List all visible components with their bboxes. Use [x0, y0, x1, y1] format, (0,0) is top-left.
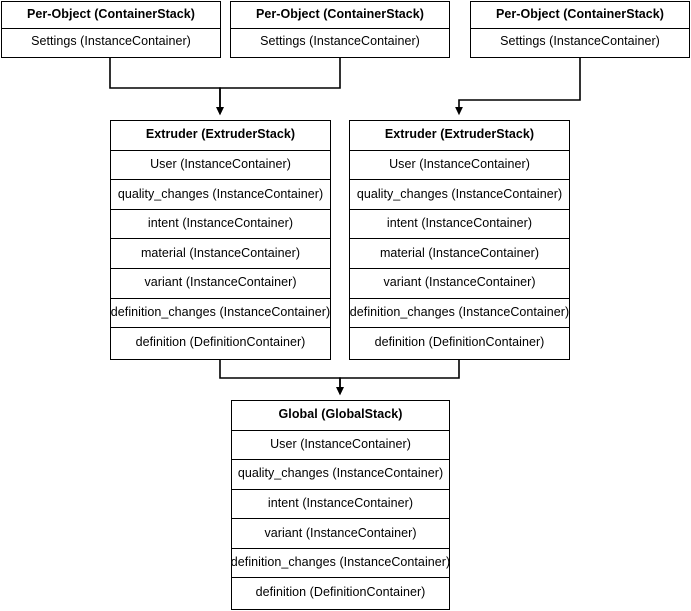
edge-ext2-to-global	[336, 360, 460, 396]
node-extruder-2-row-3: material (InstanceContainer)	[350, 239, 569, 269]
node-per-object-1-header: Per-Object (ContainerStack)	[2, 2, 220, 29]
node-extruder-1-row-5: definition_changes (InstanceContainer)	[111, 298, 330, 329]
node-extruder-1-header: Extruder (ExtruderStack)	[111, 121, 330, 151]
node-extruder-1-row-2: intent (InstanceContainer)	[111, 209, 330, 240]
node-global-row-4: definition_changes (InstanceContainer)	[231, 548, 450, 579]
node-per-object-2: Per-Object (ContainerStack)Settings (Ins…	[230, 1, 450, 58]
node-per-object-3: Per-Object (ContainerStack)Settings (Ins…	[470, 1, 690, 58]
node-global: Global (GlobalStack)User (InstanceContai…	[231, 400, 450, 610]
node-extruder-1-row-3: material (InstanceContainer)	[111, 239, 330, 269]
edge-po2-to-ext1	[216, 58, 341, 116]
node-extruder-2: Extruder (ExtruderStack)User (InstanceCo…	[349, 120, 570, 360]
node-extruder-2-header: Extruder (ExtruderStack)	[350, 121, 569, 151]
node-per-object-3-header: Per-Object (ContainerStack)	[471, 2, 689, 29]
node-extruder-2-row-5: definition_changes (InstanceContainer)	[350, 298, 569, 329]
edge-po1-to-ext1	[109, 58, 224, 116]
node-per-object-2-header: Per-Object (ContainerStack)	[231, 2, 449, 29]
node-extruder-2-row-4: variant (InstanceContainer)	[350, 268, 569, 299]
node-global-row-2: intent (InstanceContainer)	[232, 489, 449, 520]
node-global-row-5: definition (DefinitionContainer)	[232, 578, 449, 608]
node-extruder-1-row-4: variant (InstanceContainer)	[111, 268, 330, 299]
node-global-row-3: variant (InstanceContainer)	[232, 519, 449, 549]
node-extruder-1-row-6: definition (DefinitionContainer)	[111, 328, 330, 358]
node-extruder-2-row-0: User (InstanceContainer)	[350, 150, 569, 181]
node-extruder-1-row-1: quality_changes (InstanceContainer)	[111, 180, 330, 210]
node-per-object-3-row-0: Settings (InstanceContainer)	[471, 28, 689, 56]
node-per-object-1: Per-Object (ContainerStack)Settings (Ins…	[1, 1, 221, 58]
node-extruder-2-row-6: definition (DefinitionContainer)	[350, 328, 569, 358]
node-extruder-1-row-0: User (InstanceContainer)	[111, 150, 330, 181]
node-global-row-1: quality_changes (InstanceContainer)	[232, 460, 449, 490]
node-per-object-2-row-0: Settings (InstanceContainer)	[231, 28, 449, 56]
node-global-row-0: User (InstanceContainer)	[232, 430, 449, 461]
node-extruder-2-row-2: intent (InstanceContainer)	[350, 209, 569, 240]
node-extruder-2-row-1: quality_changes (InstanceContainer)	[350, 180, 569, 210]
edge-ext1-to-global	[219, 360, 344, 396]
edge-po3-to-ext2	[455, 58, 581, 116]
node-global-header: Global (GlobalStack)	[232, 401, 449, 431]
node-per-object-1-row-0: Settings (InstanceContainer)	[2, 28, 220, 56]
node-extruder-1: Extruder (ExtruderStack)User (InstanceCo…	[110, 120, 331, 360]
